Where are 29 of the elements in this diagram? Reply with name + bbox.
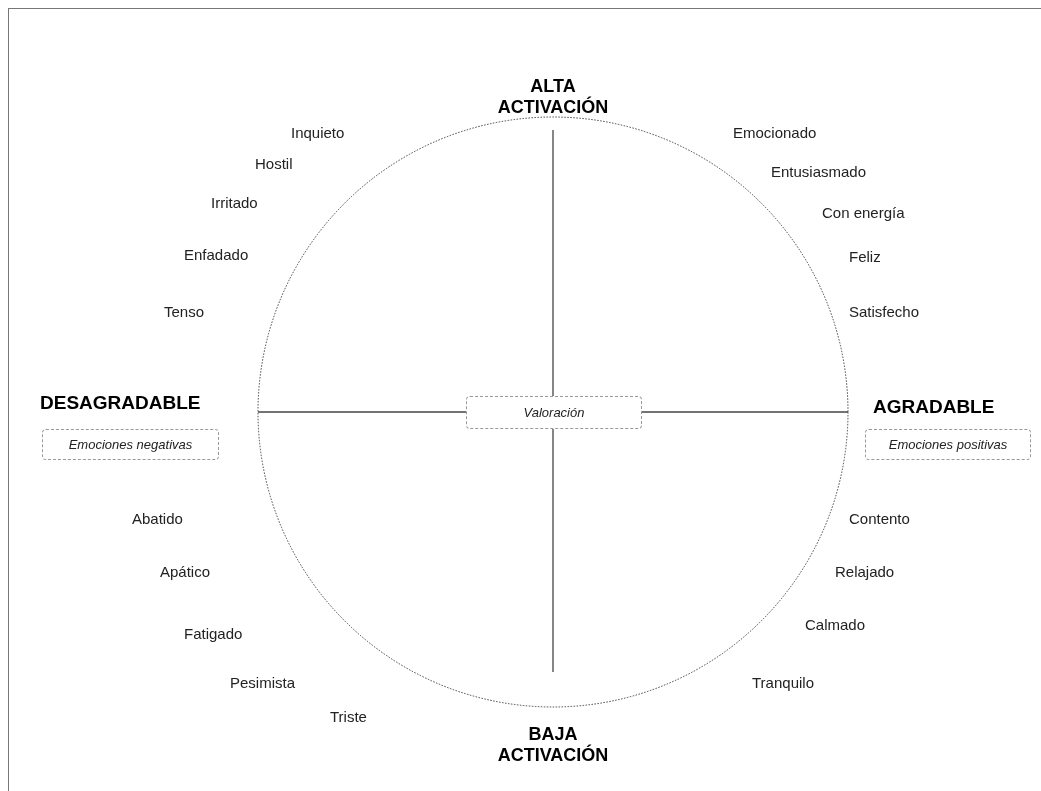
emotion-label: Con energía: [822, 204, 905, 222]
emotion-label: Inquieto: [291, 124, 345, 142]
dashed-box: [466, 396, 642, 429]
emotion-label: Fatigado: [184, 625, 243, 643]
emotion-label: Satisfecho: [849, 303, 920, 321]
dashed-box: [865, 429, 1031, 460]
emotion-label: Apático: [160, 563, 211, 581]
emotion-label: Emocionado: [733, 124, 817, 142]
emotion-label: Hostil: [255, 155, 293, 173]
emotion-label: Entusiasmado: [771, 163, 867, 181]
axis-title: AGRADABLE: [873, 396, 995, 418]
emotion-label: Contento: [849, 510, 910, 528]
emotion-label: Tenso: [164, 303, 205, 321]
axis-title: ALTA ACTIVACIÓN: [496, 76, 610, 118]
emotion-label: Irritado: [211, 194, 258, 212]
box-text: Emociones positivas: [888, 435, 1008, 454]
emotion-label: Feliz: [849, 248, 881, 266]
box-text: Valoración: [523, 403, 585, 422]
axis-title: BAJA ACTIVACIÓN: [496, 724, 610, 766]
axis-title: DESAGRADABLE: [40, 392, 201, 414]
emotion-label: Tranquilo: [752, 674, 814, 692]
emotion-label: Relajado: [835, 563, 895, 581]
emotion-label: Triste: [330, 708, 367, 726]
box-text: Emociones negativas: [68, 435, 193, 454]
emotion-label: Pesimista: [230, 674, 296, 692]
dashed-box: [42, 429, 219, 460]
emotion-label: Abatido: [132, 510, 183, 528]
emotion-label: Enfadado: [184, 246, 249, 264]
emotion-label: Calmado: [805, 616, 866, 634]
